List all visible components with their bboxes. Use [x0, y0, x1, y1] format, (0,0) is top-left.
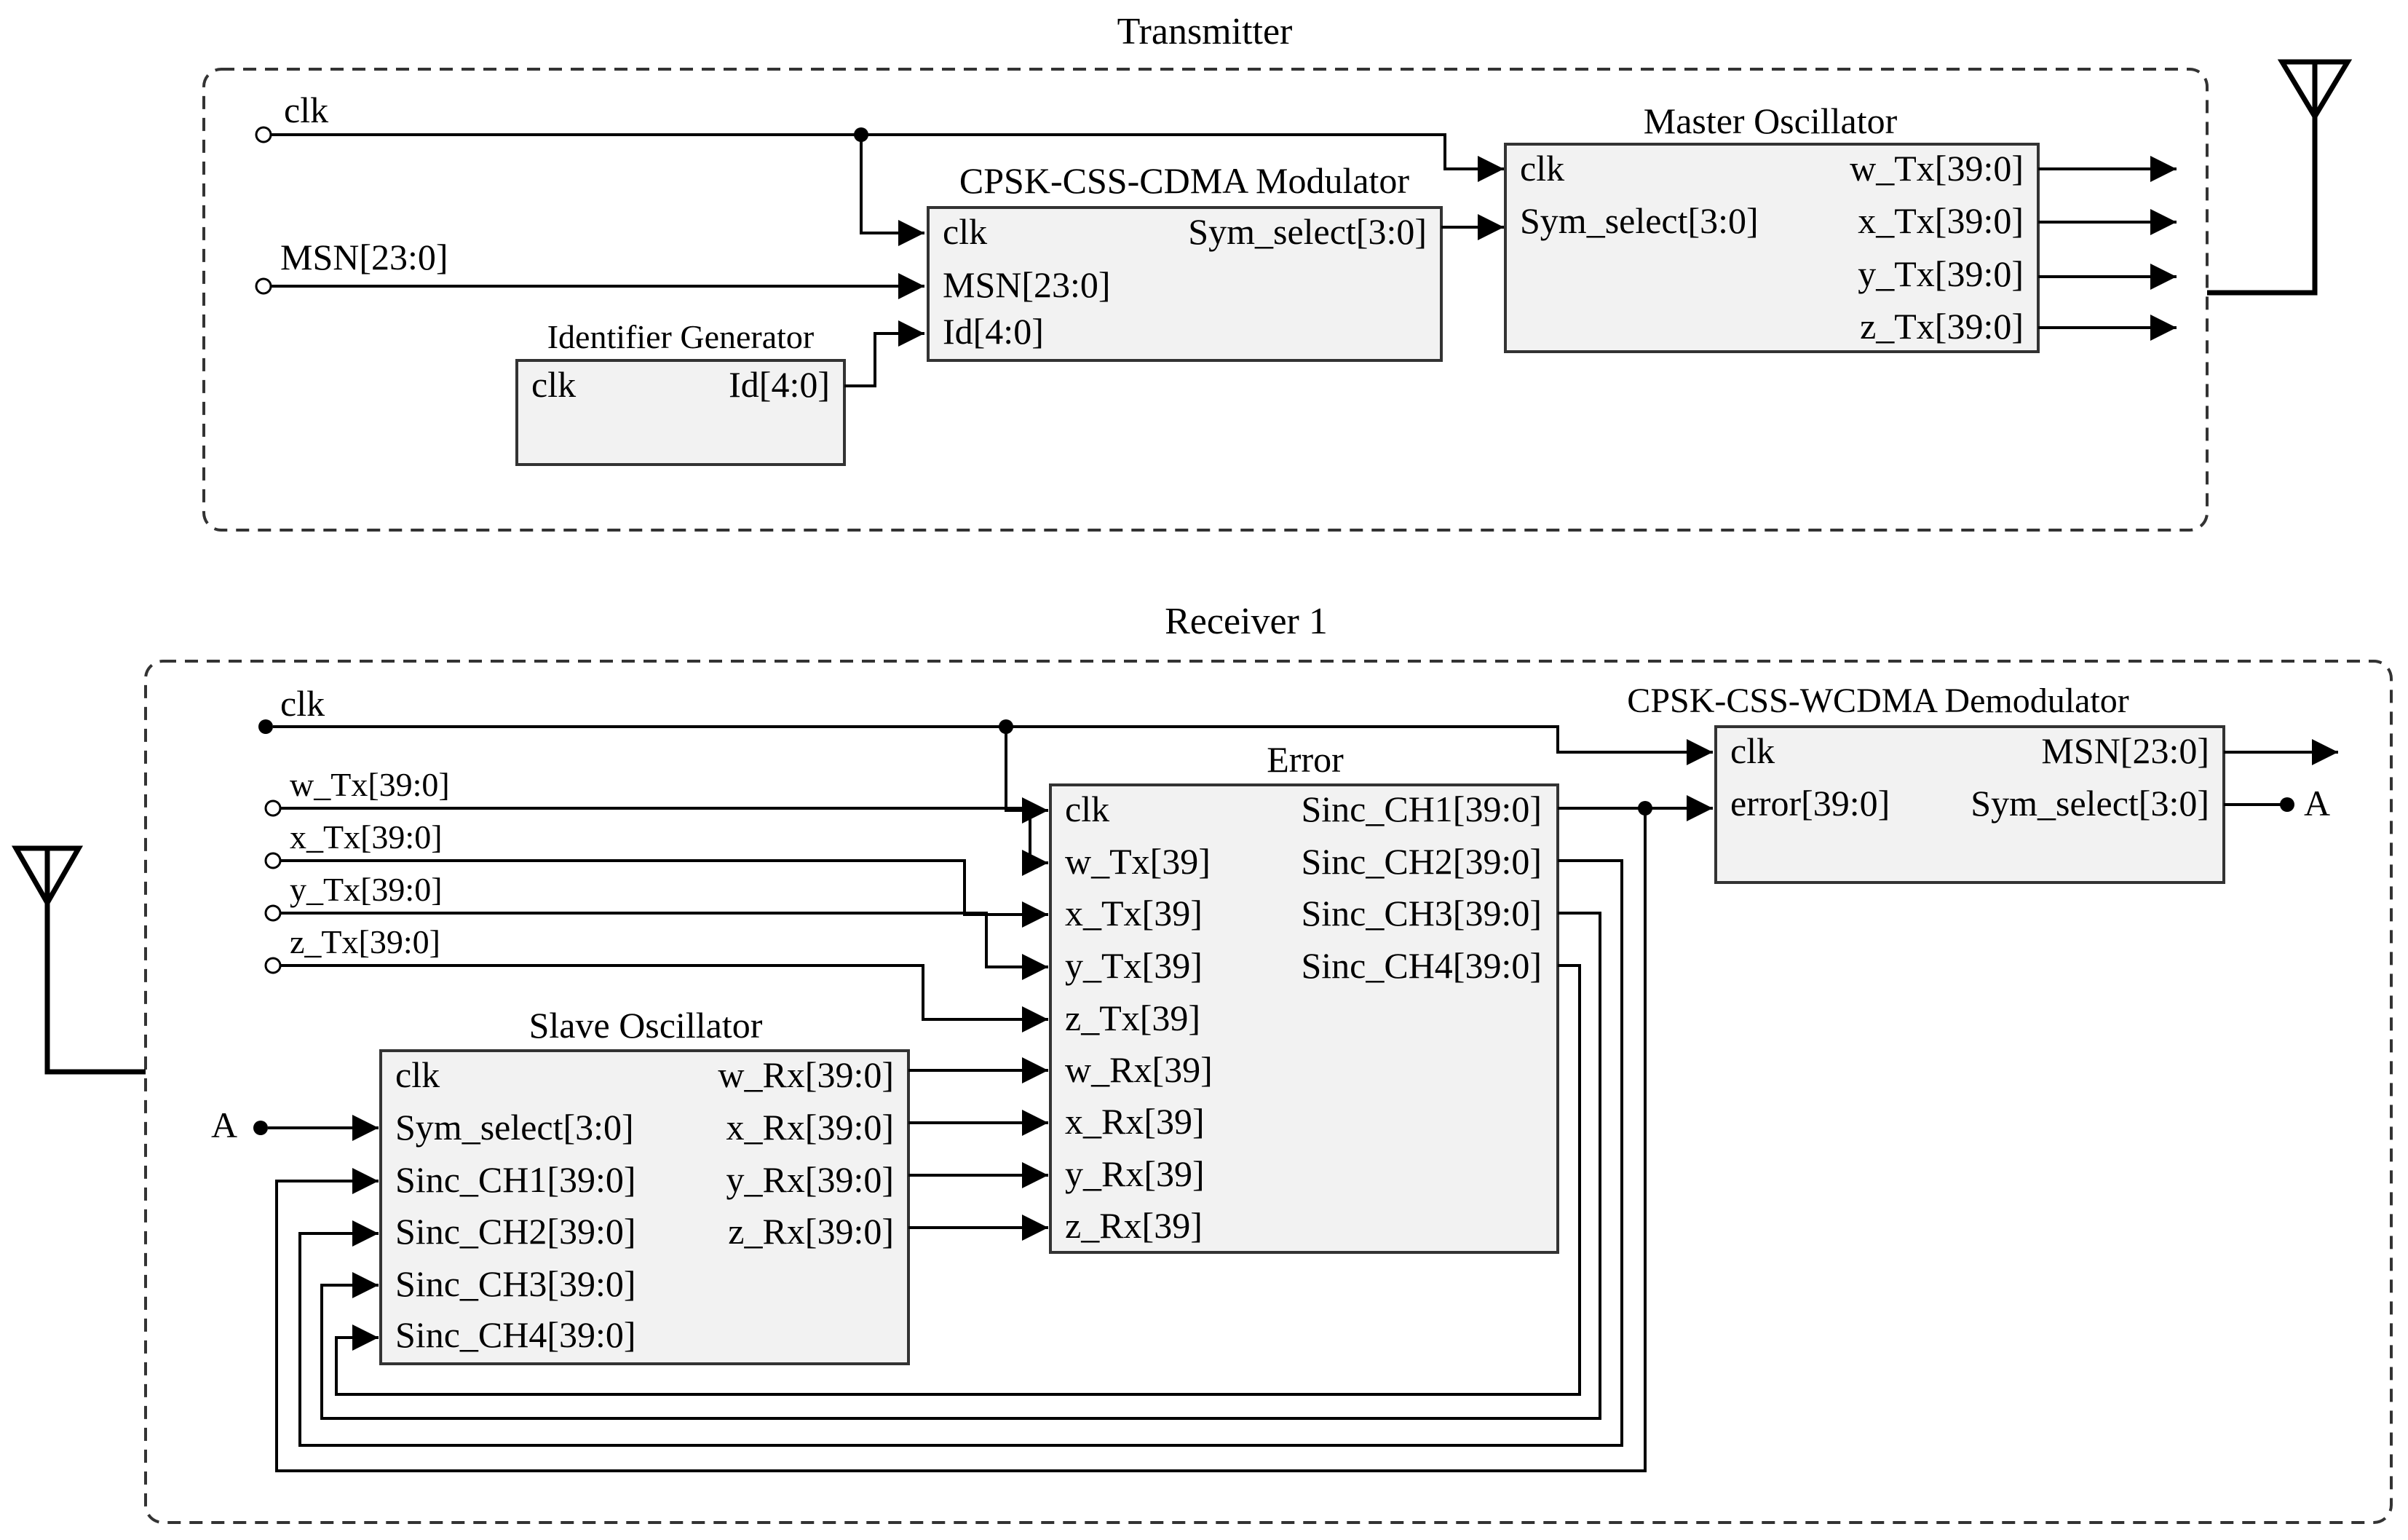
tx-clk-terminal [255, 126, 272, 143]
error-block [1049, 783, 1559, 1254]
idgen-id-pin: Id[4:0] [729, 364, 830, 405]
transmitter-frame [202, 68, 2209, 532]
error-out-pin: Sinc_CH1[39:0] [1301, 789, 1542, 829]
error-in-pin: w_Tx[39] [1065, 841, 1211, 882]
error-input-pins: clk w_Tx[39] x_Tx[39] y_Tx[39] z_Tx[39] … [1065, 789, 1213, 1246]
slave-in-pin: Sinc_CH1[39:0] [395, 1159, 636, 1200]
rx-x-label: x_Tx[39:0] [290, 818, 443, 856]
modulator-title: CPSK-CSS-CDMA Modulator [959, 160, 1410, 201]
slave-input-pins: clk Sym_select[3:0] Sinc_CH1[39:0] Sinc_… [395, 1054, 636, 1355]
receiver-section: Receiver 1 clk w_Tx[39:0] x_Tx[39:0] y_T… [11, 601, 2393, 1524]
slave-in-pin: clk [395, 1054, 440, 1095]
slave-in-pin: Sinc_CH4[39:0] [395, 1314, 636, 1355]
wire-rx-clk-to-error [1005, 727, 1048, 824]
demod-error-pin: error[39:0] [1730, 783, 1890, 824]
identifier-generator-block [515, 359, 846, 466]
rx-w-terminal [264, 799, 282, 817]
error-in-pin: z_Tx[39] [1065, 998, 1200, 1038]
wire-xtx-to-error [280, 859, 1048, 928]
rx-y-label: y_Tx[39:0] [290, 871, 443, 908]
rx-z-label: z_Tx[39:0] [290, 923, 440, 960]
rx-a-out-terminal [2280, 797, 2294, 812]
idgen-clk-pin: clk [531, 364, 576, 405]
slave-oscillator-block [379, 1049, 910, 1365]
transmitter-title: Transmitter [1117, 11, 1293, 52]
master-clk-pin: clk [1520, 148, 1564, 189]
slave-out-pin: y_Rx[39:0] [726, 1159, 894, 1200]
slave-output-pins: w_Rx[39:0] x_Rx[39:0] y_Rx[39:0] z_Rx[39… [718, 1054, 894, 1252]
modulator-block [927, 206, 1443, 362]
error-out-pin: Sinc_CH2[39:0] [1301, 841, 1542, 882]
rx-antenna-icon [11, 845, 146, 1075]
wire-sinc-ch4-feedback [335, 964, 1581, 1396]
rx-a-input-label: A [211, 1105, 237, 1145]
rx-clk-label: clk [280, 683, 325, 724]
slave-out-pin: x_Rx[39:0] [726, 1107, 894, 1148]
rx-y-terminal [264, 904, 282, 922]
error-in-pin: y_Rx[39] [1065, 1153, 1205, 1194]
error-in-pin: y_Tx[39] [1065, 945, 1203, 986]
demod-title: CPSK-CSS-WCDMA Demodulator [1627, 682, 2128, 720]
master-sym-pin: Sym_select[3:0] [1520, 200, 1759, 241]
error-out-pin: Sinc_CH4[39:0] [1301, 945, 1542, 986]
demod-sym-pin: Sym_select[3:0] [1971, 783, 2209, 824]
transmitter-section: Transmitter clk MSN[23:0] Identifier Gen… [202, 11, 2353, 532]
error-in-pin: x_Rx[39] [1065, 1101, 1205, 1142]
slave-in-pin: Sinc_CH3[39:0] [395, 1263, 636, 1304]
receiver-frame [144, 660, 2393, 1524]
rx-a-output-label: A [2304, 783, 2330, 824]
slave-in-pin: Sinc_CH2[39:0] [395, 1211, 636, 1252]
tx-msn-label: MSN[23:0] [280, 237, 448, 277]
master-x-pin: x_Tx[39:0] [1858, 200, 2024, 241]
master-y-pin: y_Tx[39:0] [1858, 253, 2024, 294]
tx-antenna-icon [2207, 59, 2353, 296]
wire-ztx-to-error [280, 964, 1048, 1032]
wire-id-to-modulator [844, 320, 924, 387]
receiver-title: Receiver 1 [1165, 601, 1328, 642]
slave-in-pin: Sym_select[3:0] [395, 1107, 634, 1148]
error-output-pins: Sinc_CH1[39:0] Sinc_CH2[39:0] Sinc_CH3[3… [1301, 789, 1542, 986]
slave-out-pin: z_Rx[39:0] [728, 1211, 894, 1252]
modulator-msn-pin: MSN[23:0] [943, 264, 1111, 305]
master-title: Master Oscillator [1644, 100, 1898, 141]
wire-clk-to-modulator [860, 135, 924, 246]
rx-a-terminal [253, 1121, 268, 1135]
wire-sinc-ch3-feedback [320, 912, 1601, 1420]
demod-clk-pin: clk [1730, 730, 1775, 771]
master-z-pin: z_Tx[39:0] [1860, 306, 2024, 347]
error-in-pin: clk [1065, 789, 1109, 829]
error-in-pin: w_Rx[39] [1065, 1049, 1213, 1090]
wire-sinc-ch2-feedback [298, 859, 1623, 1447]
rx-clk-terminal [258, 719, 273, 734]
master-w-pin: w_Tx[39:0] [1850, 148, 2024, 189]
modulator-sym-pin: Sym_select[3:0] [1188, 211, 1427, 252]
rx-z-terminal [264, 957, 282, 974]
rx-x-terminal [264, 852, 282, 869]
slave-out-pin: w_Rx[39:0] [718, 1054, 894, 1095]
slave-title: Slave Oscillator [529, 1005, 763, 1046]
idgen-title: Identifier Generator [547, 318, 815, 355]
rx-w-label: w_Tx[39:0] [290, 766, 450, 803]
modulator-id-pin: Id[4:0] [943, 311, 1044, 352]
error-in-pin: z_Rx[39] [1065, 1205, 1203, 1246]
error-in-pin: x_Tx[39] [1065, 893, 1203, 933]
demodulator-block [1714, 725, 2225, 884]
wire-wtx-to-error [280, 807, 1048, 876]
tx-clk-label: clk [284, 90, 328, 130]
wire-rx-clk-to-demod [273, 725, 1713, 765]
wire-sinc-ch1-feedback [275, 807, 1647, 1472]
error-title: Error [1267, 739, 1344, 780]
modulator-clk-pin: clk [943, 211, 987, 252]
master-oscillator-block [1504, 143, 2040, 353]
tx-msn-terminal [255, 277, 272, 295]
wire-ytx-to-error [280, 912, 1048, 980]
demod-msn-pin: MSN[23:0] [2041, 730, 2209, 771]
error-out-pin: Sinc_CH3[39:0] [1301, 893, 1542, 933]
